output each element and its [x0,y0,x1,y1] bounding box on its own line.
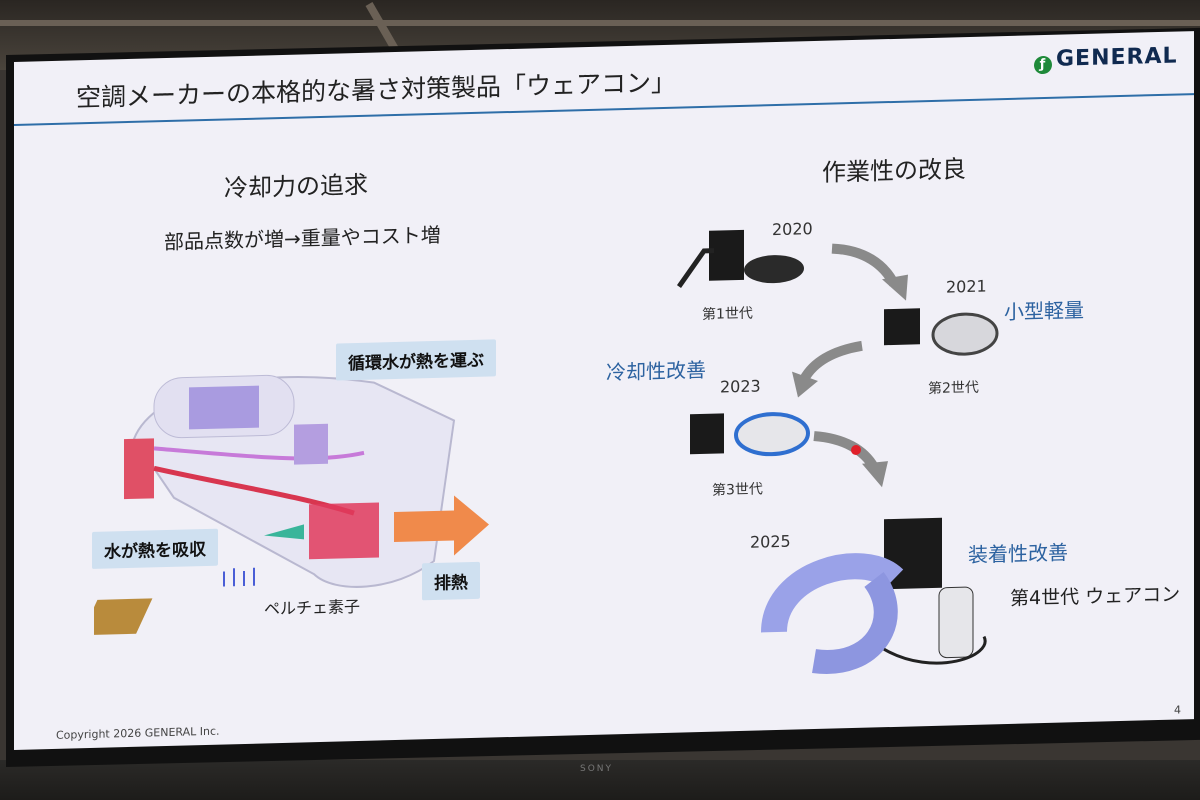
gen1-device-image [676,229,804,288]
arrow-head [792,371,818,398]
arrow-2023-2025 [813,431,879,471]
monitor-brand: SONY [580,764,614,774]
page-number: 4 [1174,703,1181,717]
device-cutaway-diagram [94,374,489,636]
gen4-device-image [761,517,987,674]
gen3-device-image [690,412,810,457]
ceiling-beam [0,20,1200,26]
arrow-head [862,461,888,488]
arrow-head [882,274,908,301]
arrow-2021-2023 [799,340,863,382]
floor [0,760,1200,800]
laser-pointer-dot [851,444,861,455]
progress-arrows [792,243,908,488]
gen2-device-image [884,308,999,356]
